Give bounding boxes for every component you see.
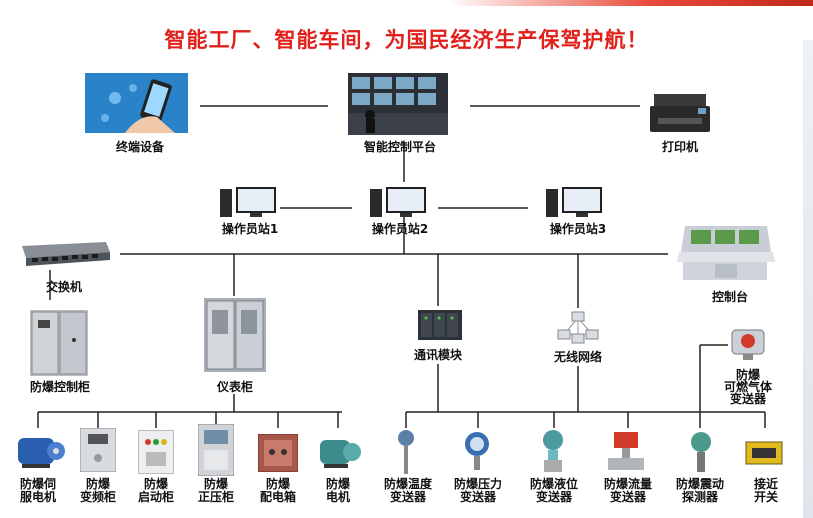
- station1-computer: [220, 187, 276, 219]
- device-label-distribution-box: 防爆配电箱: [259, 477, 296, 504]
- printer-image: [650, 90, 710, 134]
- control-platform-label: 智能控制平台: [363, 140, 436, 154]
- comm-module-label: 通讯模块: [413, 348, 462, 362]
- top-accent-bar: [0, 0, 813, 6]
- station1-label: 操作员站1: [221, 222, 279, 236]
- terminal-device-label: 终端设备: [115, 140, 164, 154]
- station2-computer: [370, 187, 426, 219]
- device-icon-pressurized-cabinet: [197, 423, 235, 477]
- instrument-cabinet-image: [204, 298, 266, 372]
- device-icon-level-transmitter: [534, 428, 572, 474]
- device-label-inverter-cabinet: 防爆变频柜: [79, 477, 116, 504]
- device-icon-pressure-transmitter: [460, 430, 494, 472]
- device-icon-distribution-box: [257, 433, 299, 473]
- control-cabinet-label: 防爆控制柜: [29, 380, 90, 394]
- device-label-proximity-switch: 接近开关: [753, 477, 778, 504]
- control-platform-image: [348, 73, 448, 135]
- device-icon-servo-motor: [12, 430, 66, 470]
- switch-label: 交换机: [45, 280, 82, 294]
- switch-image: [18, 238, 112, 268]
- device-icon-starter-cabinet: [137, 429, 175, 475]
- device-icon-proximity-switch: [744, 438, 784, 468]
- gas-transmitter-label-2: 可燃气体: [723, 380, 772, 394]
- station3-label: 操作员站3: [549, 222, 607, 236]
- gas-transmitter-image: [728, 326, 768, 360]
- console-image: [675, 222, 775, 282]
- device-label-vibration-detector: 防爆震动探测器: [675, 477, 724, 504]
- station3-computer: [546, 187, 602, 219]
- station2-label: 操作员站2: [371, 222, 429, 236]
- wireless-network-image: [556, 310, 600, 344]
- device-icon-motor: [316, 432, 362, 472]
- wireless-network-label: 无线网络: [553, 350, 602, 364]
- device-label-pressure-transmitter: 防爆压力变送器: [453, 477, 502, 504]
- device-icon-temperature-transmitter: [392, 428, 420, 474]
- device-icon-flow-transmitter: [604, 430, 648, 474]
- device-label-level-transmitter: 防爆液位变送器: [529, 477, 578, 504]
- device-label-flow-transmitter: 防爆流量变送器: [603, 477, 652, 504]
- printer-label: 打印机: [661, 140, 698, 154]
- page-title: 智能工厂、智能车间，为国民经济生产保驾护航！: [164, 28, 649, 52]
- gas-transmitter-label-1: 防爆: [735, 368, 760, 382]
- device-label-pressurized-cabinet: 防爆正压柜: [197, 477, 234, 504]
- device-label-servo-motor: 防爆伺服电机: [19, 477, 56, 504]
- right-edge-strip: [803, 40, 813, 518]
- control-cabinet-image: [30, 310, 88, 376]
- device-icon-inverter-cabinet: [79, 427, 117, 473]
- console-label: 控制台: [711, 290, 748, 304]
- device-label-starter-cabinet: 防爆启动柜: [137, 477, 174, 504]
- device-label-motor: 防爆电机: [325, 477, 350, 504]
- gas-transmitter-label-3: 变送器: [729, 392, 766, 406]
- instrument-cabinet-label: 仪表柜: [216, 380, 253, 394]
- device-icon-vibration-detector: [686, 430, 716, 474]
- device-label-temperature-transmitter: 防爆温度变送器: [383, 477, 432, 504]
- terminal-device-image: [85, 73, 188, 133]
- comm-module-image: [418, 310, 462, 340]
